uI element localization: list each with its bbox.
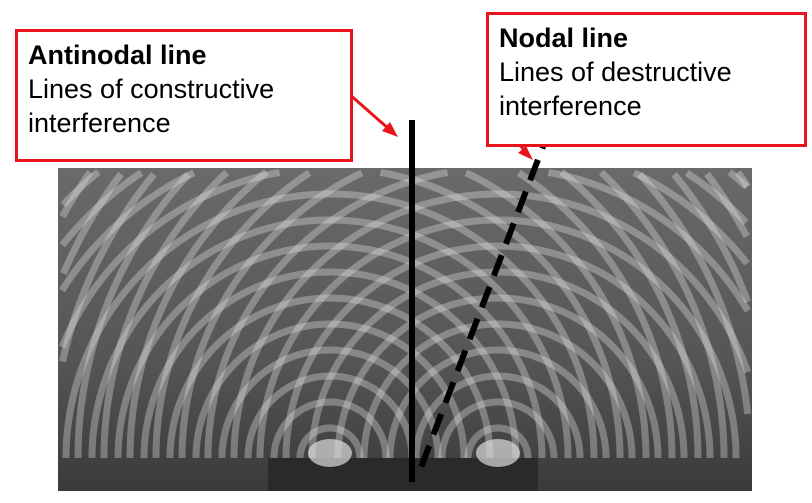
antinodal-title: Antinodal line (28, 40, 207, 70)
antinodal-label-box: Antinodal line Lines of constructive int… (15, 29, 353, 162)
wavefront (74, 171, 191, 458)
wavefront (637, 171, 752, 415)
wavefront (59, 169, 676, 458)
wavefront (270, 398, 390, 458)
nodal-description: Lines of destructive interference (499, 57, 732, 121)
antinodal-description: Lines of constructive interference (28, 74, 275, 138)
wavefront (100, 169, 230, 458)
wavefront (244, 372, 416, 458)
wavefront (704, 171, 750, 239)
wavefront (296, 424, 364, 458)
nodal-label-box: Nodal line Lines of destructive interfer… (486, 12, 807, 147)
nodal-title: Nodal line (499, 23, 629, 53)
wavefront (152, 169, 749, 458)
wavefront (59, 170, 93, 219)
wavefront (735, 170, 751, 189)
wavefront (126, 169, 749, 458)
wavefront (178, 169, 750, 458)
ripple-tank-interference-photo (58, 168, 752, 491)
wavefront (60, 171, 124, 275)
wavefront (59, 172, 157, 363)
wavefront (598, 169, 728, 458)
wavefront (62, 190, 598, 458)
wavefront (204, 168, 751, 458)
wavefront (671, 172, 752, 304)
wavefront (60, 169, 702, 458)
